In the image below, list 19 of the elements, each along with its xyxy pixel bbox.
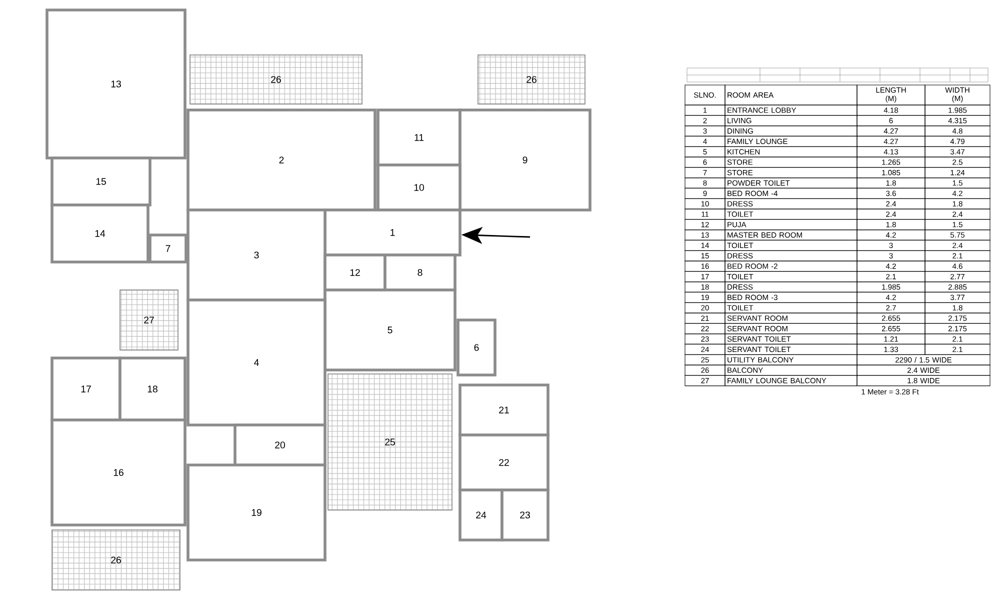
room: 3 [186,208,326,302]
room: 7 [148,234,188,264]
balcony: 25 [328,374,452,510]
room: 8 [384,254,456,292]
room: 11 [376,108,462,166]
room: 15 [50,156,152,206]
room: 18 [118,356,186,422]
room: 6 [456,318,496,376]
balcony: 26 [478,54,586,104]
room: 12 [324,254,386,292]
balcony: 26 [52,530,180,590]
room: 17 [50,356,122,422]
room: 21 [458,384,550,436]
room: 20 [234,424,326,466]
room: 24 [458,488,504,542]
balcony: 27 [120,290,178,350]
room: 23 [500,488,550,542]
balcony: 26 [190,54,362,104]
room: 10 [376,164,462,212]
